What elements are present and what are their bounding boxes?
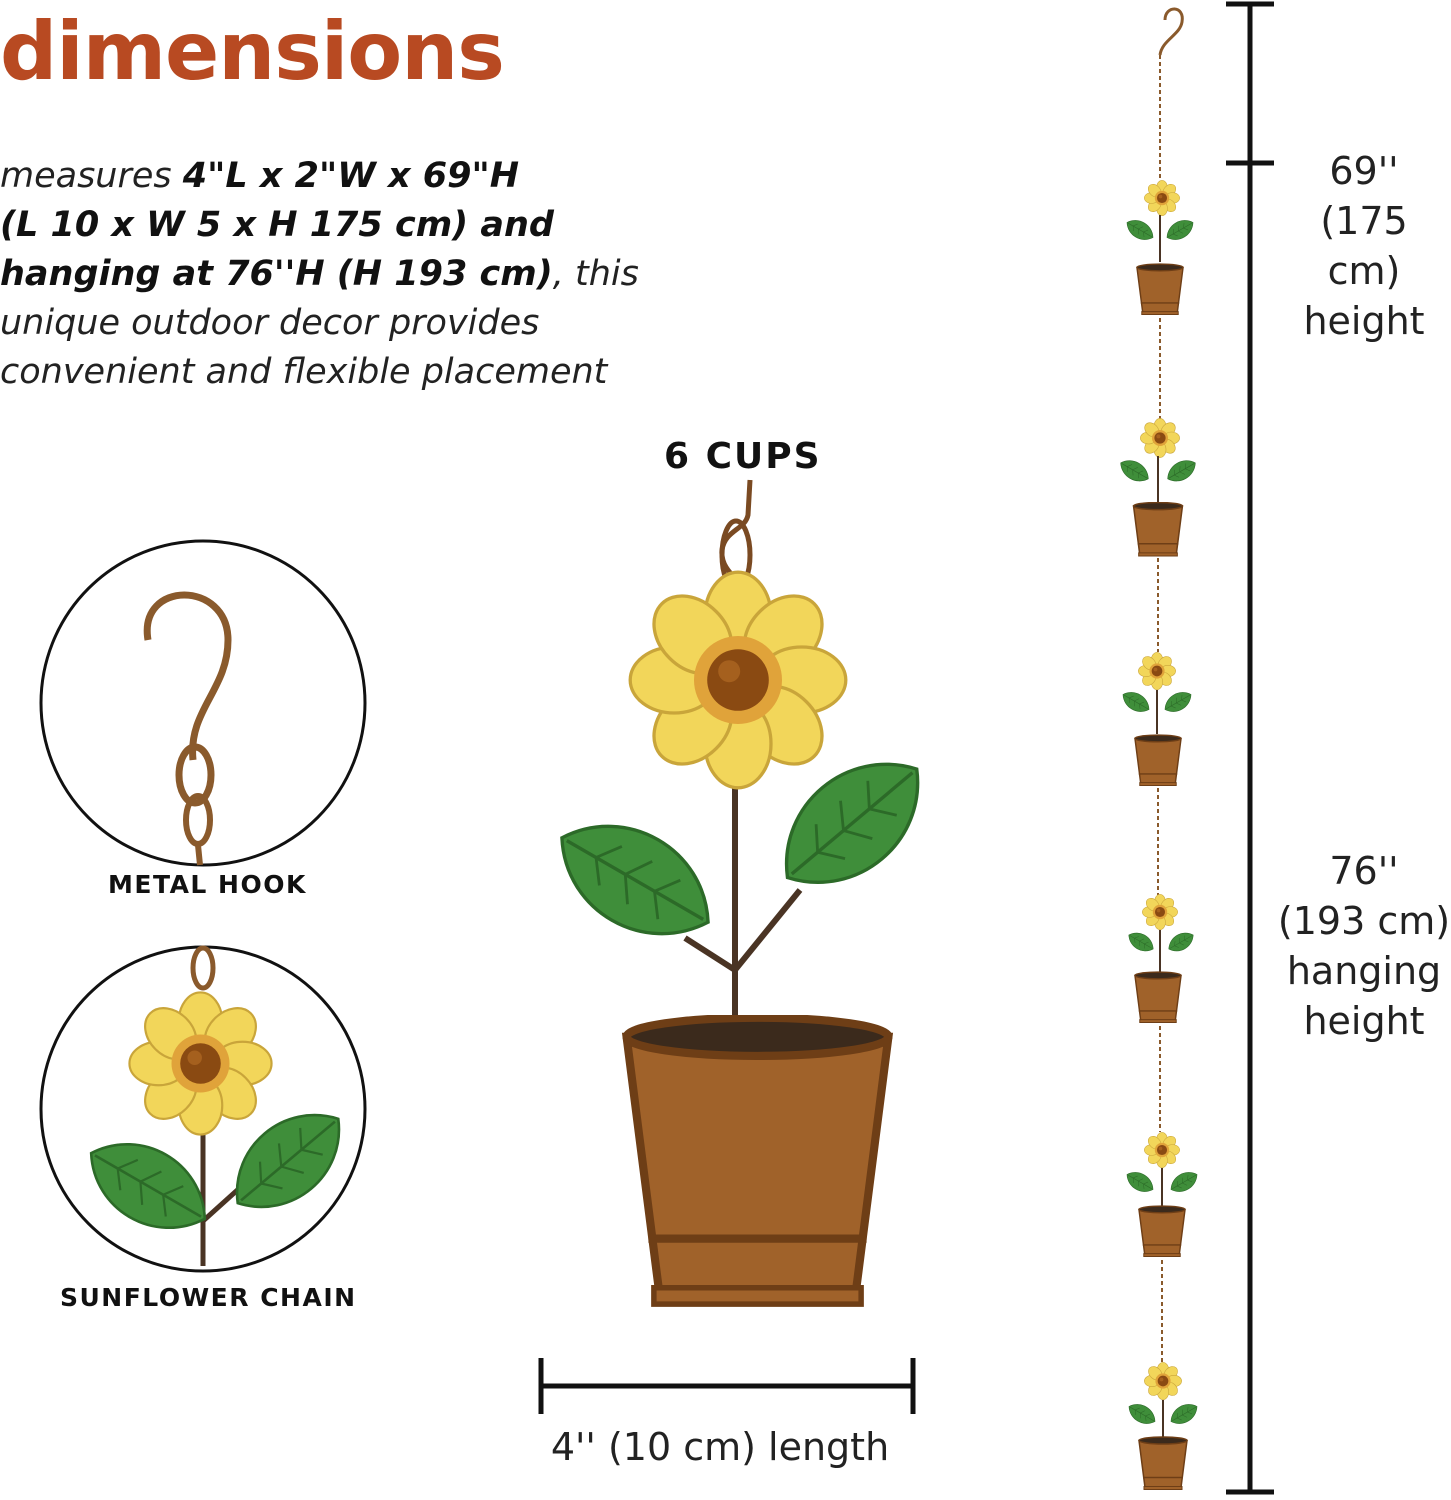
hook-icon xyxy=(143,591,232,761)
desc-text-2: , this xyxy=(552,254,639,294)
sunflower-chain-detail-circle xyxy=(39,945,367,1273)
metal-hook-label: METAL HOOK xyxy=(108,870,307,899)
pot-icon xyxy=(627,1018,889,1304)
height-value: 69'' xyxy=(1329,149,1399,193)
main-sunflower-cup-illustration xyxy=(536,479,949,1350)
cup-4 xyxy=(1124,894,1198,1024)
hanging-height-dimension-text: 76'' (193 cm) hanging height xyxy=(1276,846,1451,1046)
sunflower-icon xyxy=(128,991,273,1136)
hook-icon xyxy=(1158,7,1184,56)
desc-bold-1: 4"L x 2"W x 69"H xyxy=(182,156,519,196)
leaf-icon xyxy=(536,795,734,965)
cup-5 xyxy=(1122,1132,1202,1258)
height-metric: (175 cm) xyxy=(1320,199,1408,293)
height-label: height xyxy=(1303,299,1425,343)
page-title: dimensions xyxy=(0,5,505,98)
sunflower-chain-label: SUNFLOWER CHAIN xyxy=(60,1283,357,1312)
metal-hook-detail-circle xyxy=(39,539,367,867)
cup-3 xyxy=(1118,652,1196,787)
length-dimension-bar xyxy=(538,1358,916,1414)
cups-count-label: 6 CUPS xyxy=(664,436,822,477)
cup-6 xyxy=(1124,1362,1202,1491)
cup-2 xyxy=(1115,418,1201,557)
desc-text-3: unique outdoor decor provides xyxy=(0,303,540,343)
sunflower-icon xyxy=(628,570,848,790)
hanging-metric: (193 cm) xyxy=(1277,899,1451,943)
hanging-label-2: height xyxy=(1303,999,1425,1043)
height-dimension-line xyxy=(1226,1,1274,1495)
desc-text-1: measures xyxy=(0,156,183,196)
cup-1 xyxy=(1122,180,1198,316)
desc-bold-3: hanging at 76''H (H 193 cm) xyxy=(0,254,553,294)
hanging-value: 76'' xyxy=(1329,849,1399,893)
hanging-label-1: hanging xyxy=(1286,949,1442,993)
desc-text-4: convenient and flexible placement xyxy=(0,352,608,392)
full-rain-chain-illustration xyxy=(1115,7,1202,1491)
product-description: measures 4"L x 2"W x 69"H (L 10 x W 5 x … xyxy=(0,152,720,397)
length-dimension-text: 4'' (10 cm) length xyxy=(550,1425,890,1469)
height-dimension-text: 69'' (175 cm) height xyxy=(1278,146,1450,346)
desc-bold-2: (L 10 x W 5 x H 175 cm) and xyxy=(0,205,554,245)
